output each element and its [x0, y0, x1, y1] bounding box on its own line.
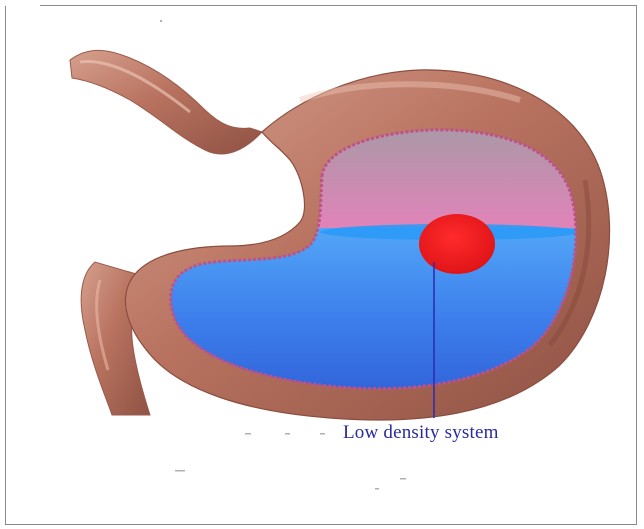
esophagus — [70, 50, 262, 154]
low-density-system-label: Low density system — [343, 422, 499, 444]
floating-dosage-form — [419, 214, 495, 274]
